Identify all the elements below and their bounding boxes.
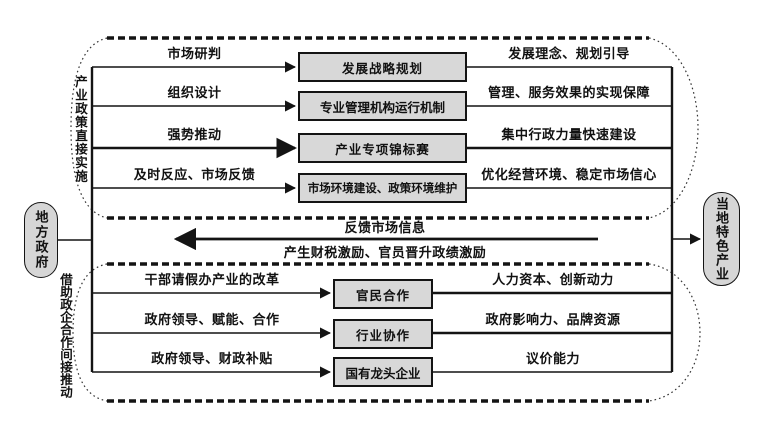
top-section-side-label: 产业政策直接实施	[73, 75, 87, 183]
top-dashed-region-border	[70, 36, 699, 220]
bottom-output-label-2: 政府影响力、品牌资源	[485, 312, 621, 327]
top-input-label-1: 市场研判	[167, 46, 222, 61]
bottom-output-label-3: 议价能力	[525, 351, 580, 366]
local-government-node: 地方政府	[24, 202, 58, 278]
bottom-section-side-label: 借助政企合作间接推动	[58, 272, 72, 398]
bottom-input-label-3: 政府领导、财政补贴	[151, 351, 273, 366]
top-flow-box-3: 产业专项锦标赛	[298, 133, 467, 163]
top-output-label-2: 管理、服务效果的实现保障	[487, 85, 650, 100]
top-output-label-4: 优化经营环境、稳定市场信心	[481, 167, 657, 182]
local-specialty-industry-node: 当地特色产业	[703, 192, 740, 286]
bottom-flow-box-1: 官民合作	[333, 279, 433, 309]
top-flow-box-1: 发展战略规划	[298, 52, 467, 82]
top-flow-box-2: 专业管理机构运行机制	[298, 91, 467, 121]
top-input-label-3: 强势推动	[167, 127, 222, 142]
top-output-label-3: 集中行政力量快速建设	[501, 127, 637, 142]
bottom-dashed-region-border	[72, 262, 701, 403]
feedback-top-label: 反馈市场信息	[344, 220, 426, 235]
feedback-bottom-label: 产生财税激励、官员晋升政绩激励	[283, 245, 487, 260]
local-specialty-industry-label: 当地特色产业	[714, 197, 729, 281]
local-government-label: 地方政府	[33, 210, 49, 270]
bottom-flow-box-2: 行业协作	[333, 319, 433, 349]
bottom-input-label-2: 政府领导、赋能、合作	[144, 312, 280, 327]
bottom-input-label-1: 干部请假办产业的改革	[144, 272, 280, 287]
bottom-output-label-1: 人力资本、创新动力	[492, 272, 614, 287]
bottom-flow-box-3: 国有龙头企业	[333, 357, 433, 387]
top-output-label-1: 发展理念、规划引导	[508, 46, 630, 61]
top-input-label-4: 及时反应、市场反馈	[133, 167, 256, 182]
top-input-label-2: 组织设计	[167, 85, 222, 100]
top-flow-box-4: 市场环境建设、政策环境维护	[298, 173, 467, 203]
